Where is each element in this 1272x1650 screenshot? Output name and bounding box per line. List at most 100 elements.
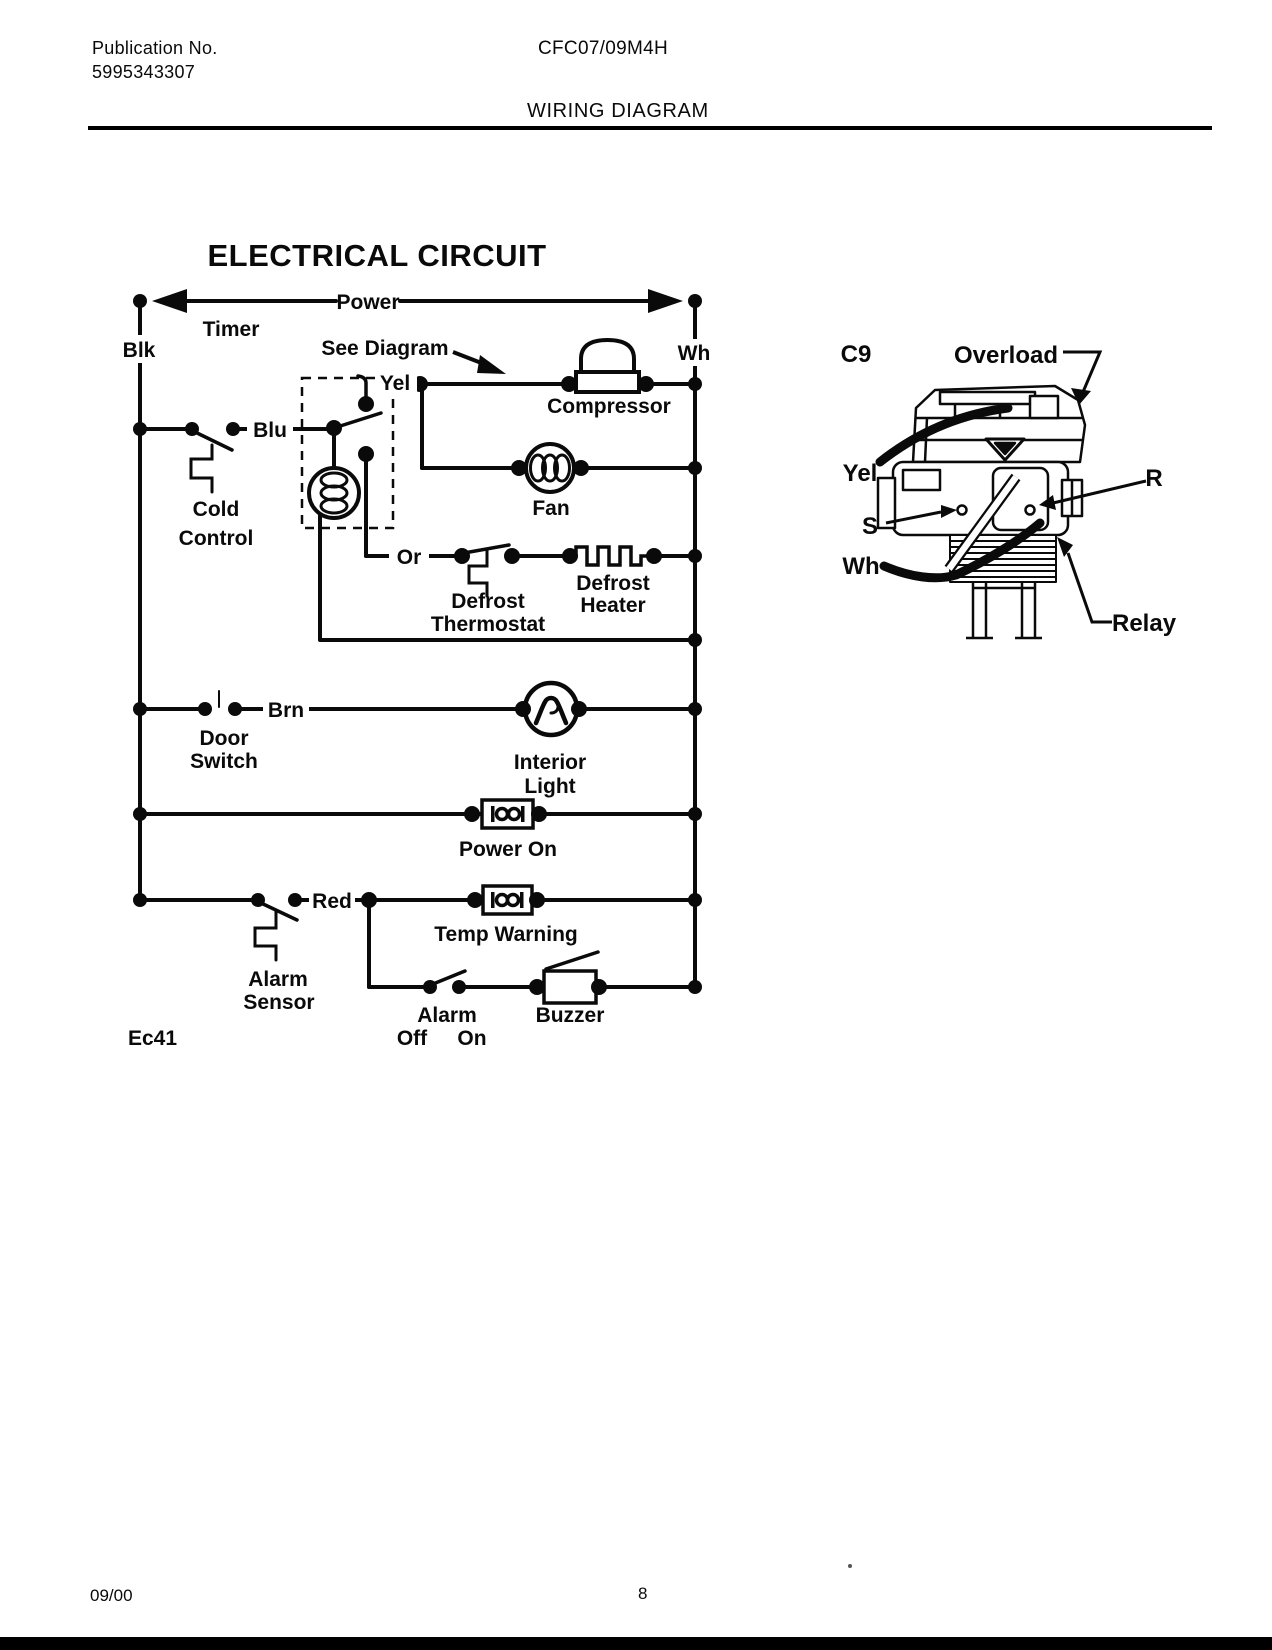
timer-switch-blade: [332, 411, 383, 430]
node-dot: [358, 446, 374, 462]
scan-artifact-dot: [848, 1564, 852, 1568]
see-diagram-arrow: [452, 350, 506, 374]
fan-coil: [541, 453, 559, 483]
node-dot: [688, 294, 702, 308]
node-dot: [251, 893, 265, 907]
indicator-lamp: [506, 806, 522, 822]
interior-light-label-line2: Light: [524, 775, 575, 798]
alarm-off-label: Off: [397, 1027, 428, 1050]
fan-label: Fan: [532, 497, 569, 520]
diagram-title: ELECTRICAL CIRCUIT: [207, 238, 546, 273]
power-on-indicator-symbol: [480, 798, 535, 830]
relay-wh-label: Wh: [842, 553, 879, 580]
housing-top-block: [1028, 394, 1060, 420]
overload-arrowhead-icon: [1071, 388, 1091, 405]
node-dot: [361, 892, 377, 908]
yel-wire: [875, 403, 1013, 467]
node-dot: [358, 396, 374, 412]
defrost-thermostat-label-line2: Thermostat: [431, 613, 545, 636]
node-dot: [688, 461, 702, 475]
timer-motor-symbol: [307, 466, 361, 520]
power-arrow-right-icon: [648, 289, 683, 313]
node-dot: [688, 377, 702, 391]
node-dot: [288, 893, 302, 907]
label-bg: [263, 696, 309, 722]
housing-notch: [901, 468, 942, 492]
buzzer-box: [542, 969, 598, 1005]
header-rule: [88, 126, 1212, 130]
relay-housing: [876, 384, 1087, 640]
label-bg: [119, 335, 161, 363]
r-leader: [1052, 479, 1147, 505]
door-switch-label-line2: Switch: [190, 750, 258, 773]
publication-number: 5995343307: [92, 62, 196, 82]
label-bg: [247, 416, 293, 442]
label-bg: [309, 887, 355, 913]
node-dot: [531, 806, 547, 822]
relay-leader: [1066, 552, 1112, 624]
cold-control-thermostat-zigzag: [189, 443, 214, 494]
indicator-lamp: [494, 806, 510, 822]
alarm-sensor-zigzag: [253, 909, 278, 962]
label-bg: [671, 339, 717, 366]
compressor-label: Compressor: [547, 395, 671, 418]
timer-motor-return-wire: [318, 512, 697, 642]
compressor-dome: [579, 337, 636, 373]
model-number: CFC07/09M4H: [538, 38, 669, 59]
s-leader: [885, 510, 942, 525]
defrost-thermostat-label-line1: Defrost: [451, 590, 525, 613]
white-cable: [946, 475, 1019, 571]
alarm-switch-blade: [431, 969, 467, 986]
alarm-sensor-label-line2: Sensor: [243, 991, 314, 1014]
red-wire-label: Red: [312, 890, 352, 913]
footer-page-number: 8: [638, 1584, 648, 1603]
node-dot: [591, 979, 607, 995]
node-dot: [228, 702, 242, 716]
terminal-r-hole: [1024, 504, 1036, 516]
housing-legs: [966, 582, 1042, 640]
buzzer-label: Buzzer: [536, 1004, 605, 1027]
node-dot: [198, 702, 212, 716]
label-bg: [375, 369, 417, 395]
node-dot: [504, 548, 520, 564]
overload-label: Overload: [954, 342, 1058, 369]
relay-arrowhead-icon: [1057, 537, 1073, 557]
footer-date: 09/00: [90, 1586, 133, 1605]
node-dot: [571, 701, 587, 717]
node-dot: [646, 548, 662, 564]
temp-warning-indicator-symbol: [481, 884, 534, 916]
fan-symbol: [524, 442, 576, 494]
node-dot: [515, 701, 531, 717]
fan-coil: [529, 453, 547, 483]
node-dot: [688, 807, 702, 821]
defrost-thermostat-blade: [462, 543, 511, 555]
publication-label: Publication No.: [92, 38, 218, 58]
temp-warning-label: Temp Warning: [434, 923, 578, 946]
buzzer-lever: [544, 950, 600, 971]
overload-leader: [1063, 350, 1103, 393]
relay-yel-label: Yel: [843, 460, 878, 487]
cold-control-switch-blade: [193, 430, 234, 452]
relay-leaders: [885, 350, 1147, 624]
interior-light-symbol: [522, 680, 580, 738]
junction-dots: [133, 294, 702, 995]
compressor-base: [574, 370, 641, 394]
defrost-heater-label-line2: Heater: [580, 594, 645, 617]
cold-control-label-line2: Control: [179, 527, 254, 550]
node-dot: [133, 702, 147, 716]
brn-wire-label: Brn: [268, 699, 304, 722]
housing-triangle-inner: [993, 441, 1017, 456]
interior-light-circle: [522, 680, 580, 738]
relay-s-label: S: [862, 513, 878, 540]
see-diagram-arrowhead-icon: [477, 355, 506, 374]
diagram-code-label: Ec41: [128, 1027, 177, 1050]
node-dot: [467, 892, 483, 908]
wh-wire-label: Wh: [678, 342, 711, 365]
alarm-sensor-label-line1: Alarm: [248, 968, 308, 991]
indicator-bar: [491, 892, 495, 908]
node-dot: [464, 806, 480, 822]
timer-motor-coil: [319, 497, 349, 515]
node-dot: [226, 422, 240, 436]
see-diagram-label: See Diagram: [321, 337, 448, 360]
